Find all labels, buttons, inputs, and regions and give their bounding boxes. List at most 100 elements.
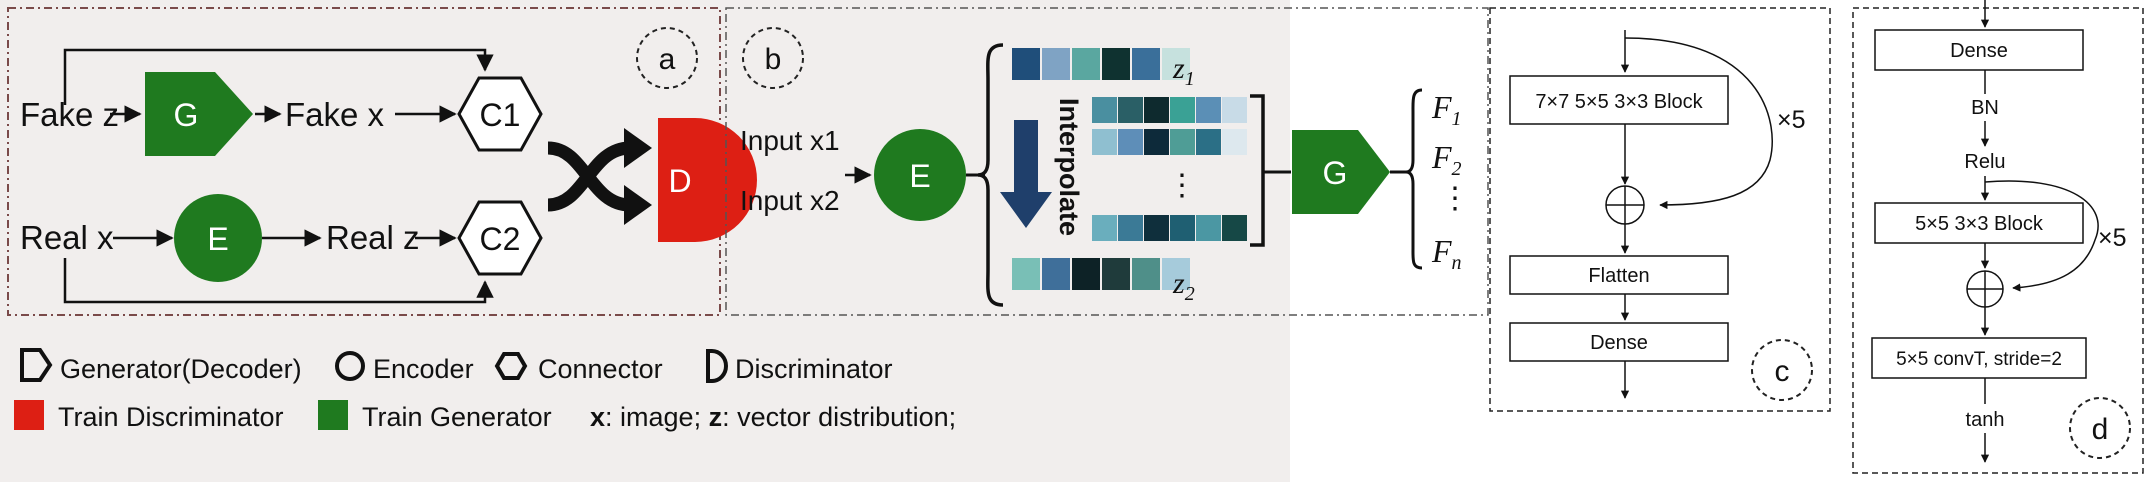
residual-loop-c <box>1624 37 1773 210</box>
panel-c: 7×7 5×5 3×3 Block ×5 Flatten Dense c <box>1489 7 1831 412</box>
d-block-box <box>1874 202 2084 244</box>
vector-cell <box>1196 97 1221 123</box>
vector-cell <box>1118 97 1143 123</box>
vector-cell <box>1102 48 1130 80</box>
bypass-path-bottom <box>63 258 494 304</box>
generator-b-pentagon-shape <box>1292 130 1390 214</box>
panel-b-badge <box>742 27 804 89</box>
z1-vector <box>1012 48 1190 80</box>
connector-c2-hexagon <box>457 200 543 276</box>
connector-c2-label: C2 <box>480 221 521 257</box>
vector-cell <box>1042 48 1070 80</box>
encoder-b-label: E <box>909 158 930 194</box>
vector-cell <box>1144 215 1169 241</box>
vector-cell <box>1072 48 1100 80</box>
vector-cell <box>1102 258 1130 290</box>
input-x1-label: Input x1 <box>740 125 840 156</box>
left-brace <box>977 43 1004 307</box>
encoder-b-circle-shape <box>874 129 966 221</box>
vector-cell <box>1132 48 1160 80</box>
panel-d-badge <box>2069 397 2131 459</box>
vector-cell <box>1118 215 1143 241</box>
c-repeat-label: ×5 <box>1777 106 1806 134</box>
vector-cell <box>1196 215 1221 241</box>
d-repeat-label: ×5 <box>2098 224 2127 252</box>
vector-cell <box>1222 97 1247 123</box>
legend-connector-label: Connector <box>538 354 663 384</box>
c-flatten-label: Flatten <box>1588 265 1649 287</box>
panel-c-border <box>1489 7 1831 412</box>
panel-c-badge <box>1751 339 1813 401</box>
bypass-path-top <box>63 48 494 105</box>
output-list: F1 F2 ⋮ Fn <box>1431 89 1470 274</box>
input-x2-label: Input x2 <box>740 185 840 216</box>
discriminator-label: D <box>668 163 691 199</box>
vector-cell <box>1144 129 1169 155</box>
legend-generator-icon <box>20 348 53 382</box>
vector-cell <box>1222 215 1247 241</box>
vector-cell <box>1170 129 1195 155</box>
fake-x-label: Fake x <box>285 96 385 133</box>
panel-a: a Fake z G Fake x C1 Real x E Real z C2 <box>7 7 757 316</box>
real-x-label: Real x <box>20 219 114 256</box>
panel-d: Dense BN Relu 5×5 3×3 Block ×5 5×5 convT… <box>1852 0 2144 474</box>
vector-cell <box>1072 258 1100 290</box>
legend-discriminator-label: Discriminator <box>735 354 893 384</box>
d-dense-box <box>1874 29 2084 71</box>
legend-train-generator-swatch <box>318 400 348 430</box>
z2-subscript: 2 <box>1185 283 1195 305</box>
z1-subscript: 1 <box>1185 68 1195 90</box>
z2-vector <box>1012 258 1190 290</box>
c-block-box <box>1509 75 1729 125</box>
vector-cell <box>1162 48 1190 80</box>
d-block-label: 5×5 3×3 Block <box>1915 213 2044 235</box>
vector-cell <box>1196 129 1221 155</box>
d-dense-label: Dense <box>1950 40 2008 62</box>
interpolated-vectors <box>1092 97 1247 241</box>
vector-cell <box>1144 97 1169 123</box>
d-bn-label: BN <box>1971 97 1999 119</box>
panel-b: b Input x1 Input x2 E z1 Interpolate ⋮ z… <box>725 7 1489 316</box>
legend-train-generator-label: Train Generator <box>362 402 552 432</box>
legend-train-discriminator-swatch <box>14 400 44 430</box>
vector-cell <box>1012 258 1040 290</box>
z2-base: z <box>1172 267 1185 300</box>
generator-b-label: G <box>1323 155 1348 191</box>
vector-cell <box>1118 129 1143 155</box>
c-dense-box <box>1509 322 1729 362</box>
vector-cell <box>1170 97 1195 123</box>
vector-cell <box>1162 258 1190 290</box>
z1-base: z <box>1172 52 1185 85</box>
legend-connector-icon <box>494 352 528 380</box>
shuffle-icon <box>547 128 652 225</box>
legend-notation: x: image; z: vector distribution; <box>590 402 956 432</box>
output-item: F2 <box>1431 139 1462 180</box>
residual-loop-d <box>1984 180 2099 292</box>
output-item: Fn <box>1431 233 1462 274</box>
fake-z-label: Fake z <box>20 96 119 133</box>
real-z-label: Real z <box>326 219 420 256</box>
interpolate-label: Interpolate <box>1054 98 1084 236</box>
d-convt-box <box>1871 337 2087 379</box>
connector-c1-label: C1 <box>480 97 521 133</box>
legend: Generator(Decoder) Encoder Connector Dis… <box>14 348 956 432</box>
panel-c-badge-label: c <box>1775 355 1790 388</box>
vector-cell <box>1042 258 1070 290</box>
legend-generator-label: Generator(Decoder) <box>60 354 302 384</box>
legend-discriminator-icon <box>706 349 728 383</box>
panel-a-badge <box>636 27 698 89</box>
d-tanh-label: tanh <box>1966 409 2005 431</box>
vector-cell <box>1092 215 1117 241</box>
vector-cell <box>1012 48 1040 80</box>
panel-b-badge-label: b <box>765 43 782 76</box>
c-dense-label: Dense <box>1590 332 1648 354</box>
legend-encoder-icon <box>335 351 365 381</box>
interpolation-ellipsis: ⋮ <box>1167 169 1197 202</box>
connector-c1-hexagon <box>457 76 543 152</box>
panel-d-badge-label: d <box>2092 413 2109 446</box>
discriminator-shape <box>658 118 757 242</box>
encoder-circle-shape <box>174 194 262 282</box>
z2-label: z2 <box>1172 267 1195 305</box>
